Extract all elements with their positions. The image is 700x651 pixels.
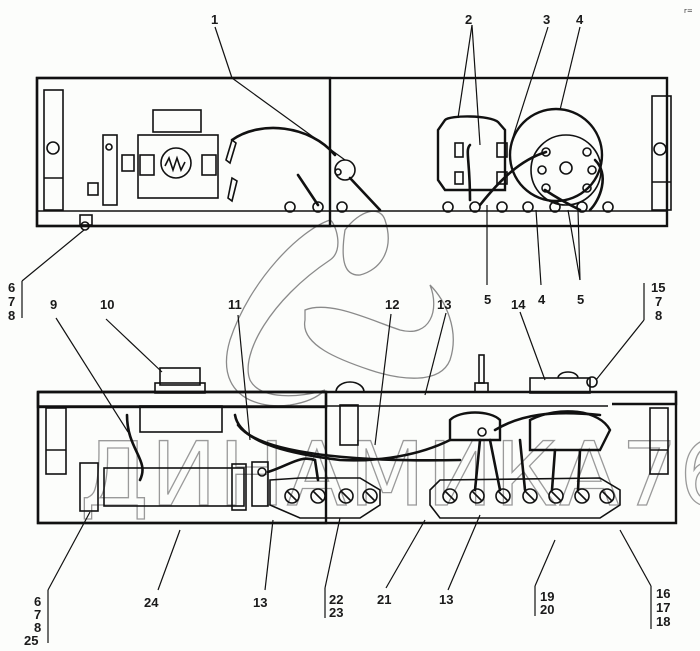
watermark-logo: ДИНАМИКА76	[79, 210, 700, 527]
callout-24: 24	[144, 595, 159, 610]
watermark-text: ДИНАМИКА76	[80, 423, 700, 526]
bottom-leader-lines	[47, 283, 652, 643]
resistor-symbol	[160, 147, 192, 179]
callout-13-left: 13	[253, 595, 267, 610]
bottom-view-panel	[36, 354, 678, 525]
bolt-15-7-8	[586, 376, 598, 388]
wire	[296, 173, 320, 207]
callout-22: 22	[329, 592, 343, 607]
callout-13-top: 13	[437, 297, 451, 312]
top-panel-frame	[35, 76, 669, 228]
callout-13-mid: 13	[439, 592, 453, 607]
callout-17: 17	[656, 600, 670, 615]
terminal-strip-19-20	[429, 477, 621, 519]
callout-23: 23	[329, 605, 343, 620]
callout-14: 14	[511, 297, 526, 312]
top-view-panel	[35, 76, 672, 231]
callout-8: 8	[655, 308, 662, 323]
lamp-dome-12	[335, 381, 365, 393]
callout-6: 6	[34, 594, 41, 609]
callout-25: 25	[24, 633, 38, 648]
left-mount-bracket	[43, 89, 64, 211]
right-mount-bracket	[649, 407, 669, 475]
bottom-callouts: 9 10 11 12 13 14 15 7 8 6 7 8 25 24 13 2…	[24, 280, 670, 648]
callout-16: 16	[656, 586, 670, 601]
corner-mark: r=	[684, 7, 693, 15]
callout-2: 2	[465, 12, 472, 27]
top-callouts: 1 2 3 4 5 4 5 6 7 8	[8, 12, 584, 323]
lamp-socket-1	[334, 159, 356, 181]
callout-8: 8	[34, 620, 41, 635]
callout-9: 9	[50, 297, 57, 312]
mount-hole	[46, 141, 60, 155]
callout-8: 8	[8, 308, 15, 323]
callout-4: 4	[576, 12, 584, 27]
callout-18: 18	[656, 614, 670, 629]
callout-1: 1	[211, 12, 218, 27]
resistor-cap-10	[159, 367, 201, 386]
terminal-strip-22-23	[269, 477, 381, 519]
post	[478, 354, 485, 384]
callout-21: 21	[377, 592, 391, 607]
callout-4-lower: 4	[538, 292, 546, 307]
callout-3: 3	[543, 12, 550, 27]
box-14	[529, 377, 591, 394]
callout-10: 10	[100, 297, 114, 312]
right-mount-bracket	[651, 95, 672, 211]
callout-5: 5	[484, 292, 491, 307]
top-terminal-row	[284, 201, 614, 213]
switch-13	[448, 411, 502, 442]
tube-resistor-24	[103, 467, 245, 507]
callout-6: 6	[8, 280, 15, 295]
callout-11: 11	[228, 297, 242, 312]
callout-7: 7	[34, 607, 41, 622]
resistor-cap	[152, 109, 202, 133]
callout-7: 7	[8, 294, 15, 309]
switch-housing-2	[436, 115, 507, 192]
callout-19: 19	[540, 589, 554, 604]
resistor-housing	[137, 134, 219, 199]
bottom-panel-frame	[36, 392, 678, 525]
left-mount-bracket	[45, 407, 67, 475]
rotary-switch-4	[508, 107, 604, 203]
resistor-housing	[139, 405, 223, 433]
callout-15: 15	[651, 280, 665, 295]
clamp-6-7-8-25	[79, 462, 99, 512]
bolt-6-7-8	[79, 214, 93, 226]
resistor-bracket	[102, 134, 118, 206]
callout-20: 20	[540, 602, 554, 617]
mount-hole	[653, 142, 667, 156]
callout-7: 7	[655, 294, 662, 309]
top-leader-lines	[21, 24, 581, 318]
wire-9	[125, 413, 144, 482]
callout-12: 12	[385, 297, 399, 312]
callout-5-lower: 5	[577, 292, 584, 307]
